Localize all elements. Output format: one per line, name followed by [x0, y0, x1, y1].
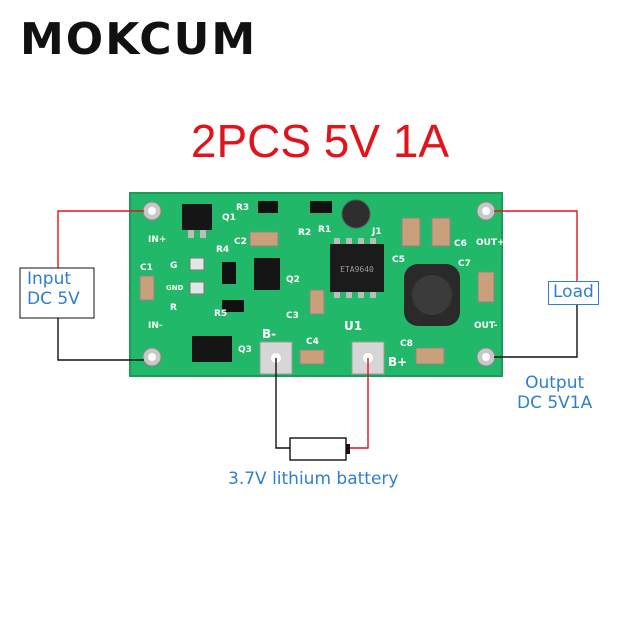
transistor-q2: [254, 258, 280, 290]
capacitor-c2: [249, 231, 279, 247]
silk-q2: Q2: [286, 275, 300, 285]
silk-c7: C7: [458, 259, 471, 269]
input-wires: [19, 210, 144, 361]
silk-r2: R2: [298, 228, 311, 238]
silk-r4: R4: [216, 245, 229, 255]
input-label: Input DC 5V: [27, 269, 80, 309]
capacitor-c1: [139, 275, 155, 301]
resistor-r4: [222, 262, 236, 284]
component-j1: [341, 199, 371, 229]
wire-out-plus: [494, 210, 578, 281]
silk-out-plus: OUT+: [476, 238, 505, 248]
silk-c1: C1: [140, 263, 153, 273]
silk-out-minus: OUT-: [474, 321, 498, 331]
led-green: [189, 257, 205, 271]
battery-symbol: [289, 437, 347, 461]
input-label-line1: Input: [27, 269, 72, 289]
resistor-r3: [258, 201, 278, 213]
silk-c2: C2: [234, 237, 247, 247]
output-label-line2: DC 5V1A: [517, 392, 593, 413]
battery-wires: [275, 358, 369, 461]
silk-q3: Q3: [238, 345, 252, 355]
wire-b-plus: [350, 358, 369, 449]
brand-logo: MOKCUM: [20, 14, 258, 65]
silk-in-plus: IN+: [148, 235, 166, 245]
silk-gnd: GND: [166, 284, 184, 292]
resistor-r2: [310, 201, 332, 213]
silk-r5: R5: [214, 309, 227, 319]
silk-c4: C4: [306, 337, 319, 347]
silk-j1: J1: [371, 227, 382, 237]
capacitor-c4: [299, 349, 325, 365]
output-label: Output DC 5V1A: [517, 373, 593, 413]
silk-c6: C6: [454, 239, 467, 249]
battery-label: 3.7V lithium battery: [228, 469, 399, 489]
silk-in-minus: IN-: [148, 321, 163, 331]
silk-r3: R3: [236, 203, 249, 213]
silk-c5: C5: [392, 255, 405, 265]
silk-u1: U1: [344, 319, 362, 333]
chip-marking: ETA9640: [340, 265, 374, 274]
silk-q1: Q1: [222, 213, 236, 223]
wire-in-plus: [57, 210, 144, 268]
led-red: [189, 281, 205, 295]
chip-u1: [330, 244, 384, 292]
input-label-line2: DC 5V: [27, 288, 80, 309]
capacitor-c8: [415, 347, 445, 365]
output-wires: [494, 210, 578, 358]
silk-c3: C3: [286, 311, 299, 321]
silk-r1: R1: [318, 225, 331, 235]
output-label-line1: Output: [525, 373, 585, 393]
load-label: Load: [548, 281, 599, 305]
silk-c8: C8: [400, 339, 413, 349]
wire-in-minus: [57, 318, 144, 361]
input-label-box: [19, 267, 95, 319]
silk-b-minus: B-: [262, 327, 276, 341]
resistor-r5: [222, 300, 244, 312]
wire-b-minus: [275, 358, 290, 449]
components: ETA9640: [139, 199, 495, 365]
transistor-q3: [192, 336, 232, 362]
silk-b-plus: B+: [388, 355, 407, 369]
headline: 2PCS 5V 1A: [190, 115, 450, 167]
capacitor-c7: [477, 271, 495, 303]
capacitor-c5: [401, 217, 421, 247]
transistor-q1: [182, 204, 212, 230]
wire-out-minus: [494, 304, 578, 358]
silk-led-g: G: [170, 261, 177, 271]
capacitor-c3: [309, 289, 325, 315]
capacitor-c6: [431, 217, 451, 247]
silk-led-r: R: [170, 303, 177, 313]
